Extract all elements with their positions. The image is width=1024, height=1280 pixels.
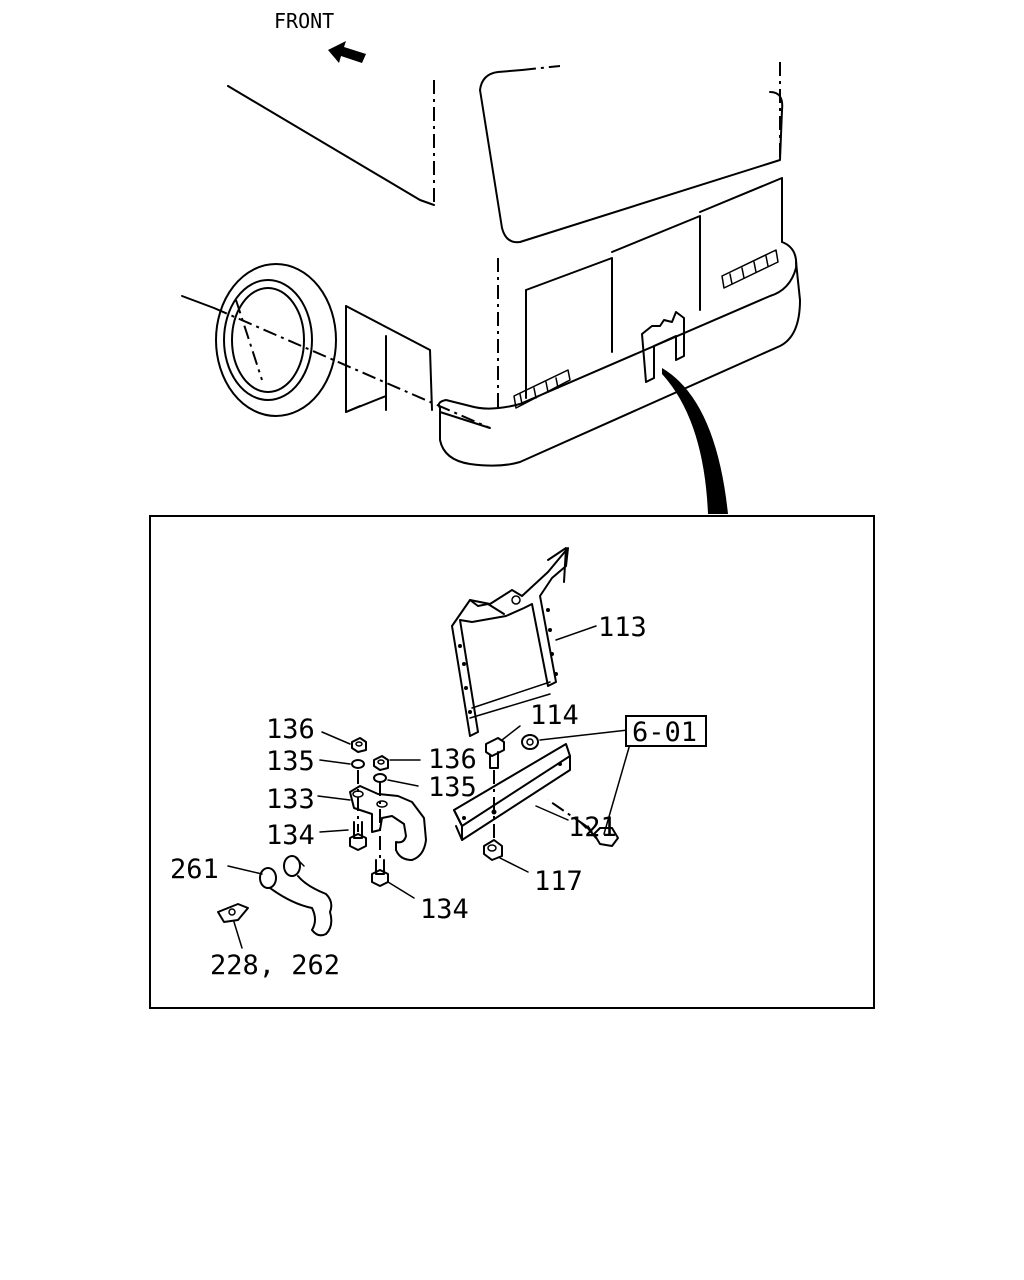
front-label: FRONT — [274, 9, 334, 33]
label-121: 121 — [568, 812, 617, 843]
front-arrow-icon — [328, 41, 366, 63]
nut-6-01-icon — [521, 734, 539, 750]
label-114: 114 — [530, 700, 579, 731]
bolt-134-left-icon — [349, 821, 367, 851]
hose-261-icon — [259, 855, 333, 937]
label-117: 117 — [534, 866, 583, 897]
nut-117-icon — [483, 839, 503, 861]
detail-frame — [149, 515, 875, 1009]
angle-bracket-121-icon — [453, 743, 571, 841]
wheel-icon — [215, 263, 361, 417]
label-113: 113 — [598, 612, 647, 643]
reference-box-label: 6-01 — [632, 717, 697, 748]
tow-hook-location-icon — [641, 311, 685, 383]
washer-135-left-icon — [351, 759, 365, 769]
label-136-left: 136 — [266, 714, 315, 745]
bracket-113-icon — [451, 547, 569, 737]
label-134-right: 134 — [420, 894, 469, 925]
bolt-134-right-icon — [371, 859, 389, 887]
label-135-left: 135 — [266, 746, 315, 777]
right-lamp-icon — [721, 249, 779, 289]
label-133: 133 — [266, 784, 315, 815]
nut-136-right-icon — [373, 755, 389, 771]
truck-cab-illustration: FRONT — [181, 9, 801, 514]
label-261: 261 — [170, 854, 219, 885]
label-228-262: 228, 262 — [210, 950, 340, 981]
nut-136-left-icon — [351, 737, 367, 753]
bolt-6-01-icon — [547, 799, 619, 847]
label-134-left: 134 — [266, 820, 315, 851]
label-136-right: 136 — [428, 744, 477, 775]
left-lamp-icon — [513, 369, 571, 409]
detail-pointer-arrow — [662, 368, 728, 514]
label-135-right: 135 — [428, 772, 477, 803]
tow-hook-133-icon — [349, 770, 427, 861]
reference-box-frame — [625, 715, 707, 747]
clip-228-262-icon — [217, 903, 249, 923]
washer-135-right-icon — [373, 773, 387, 783]
